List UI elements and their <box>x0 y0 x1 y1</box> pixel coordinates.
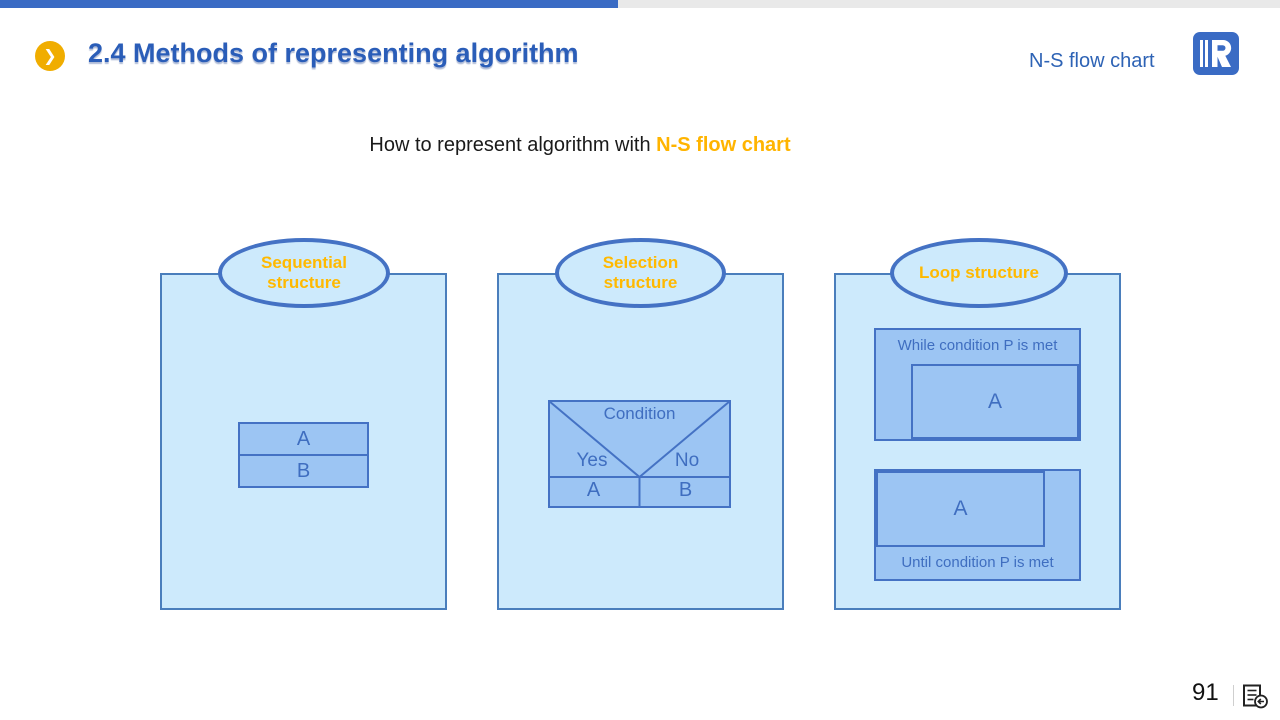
selection-no-label: No <box>674 450 700 471</box>
while-loop-box: While condition P is met A <box>874 328 1081 441</box>
corner-topic-label: N-S flow chart <box>1029 50 1155 72</box>
while-body: A <box>911 364 1079 439</box>
selection-yes-label: Yes <box>576 450 608 471</box>
footer-divider <box>1233 685 1234 706</box>
selection-shape-lines <box>548 400 731 508</box>
selection-branch-b: B <box>678 479 693 501</box>
brand-logo-icon <box>1193 32 1239 75</box>
selection-flow-box: Condition Yes No A B <box>548 400 731 508</box>
subtitle-highlight: N-S flow chart <box>656 134 791 156</box>
subtitle-prefix: How to represent algorithm with <box>369 134 657 156</box>
bubble-selection-title: Selection structure <box>555 238 726 308</box>
topbar-rest <box>618 0 1280 8</box>
panel-selection <box>497 273 784 610</box>
bubble-loop-title: Loop structure <box>890 238 1068 308</box>
sequential-step-b: B <box>238 454 369 488</box>
topbar-accent <box>0 0 618 8</box>
page-number: 91 <box>1192 679 1219 706</box>
until-condition-label: Until condition P is met <box>901 554 1054 571</box>
selection-branch-a: A <box>586 479 601 501</box>
until-loop-box: A Until condition P is met <box>874 469 1081 581</box>
while-condition-label: While condition P is met <box>897 337 1058 354</box>
until-body: A <box>876 471 1045 547</box>
return-to-contents-icon[interactable] <box>1241 683 1269 710</box>
chevron-bullet-icon: ❯ <box>35 41 65 71</box>
bubble-sequential-title: Sequential structure <box>218 238 390 308</box>
sequential-step-a: A <box>238 422 369 456</box>
slide-subtitle: How to represent algorithm with N-S flow… <box>0 134 1160 157</box>
page-title: 2.4 Methods of representing algorithm <box>88 38 579 68</box>
selection-condition-label: Condition <box>603 404 676 423</box>
sequential-flow-box: A B <box>238 422 369 488</box>
chevron-glyph: ❯ <box>43 48 57 65</box>
